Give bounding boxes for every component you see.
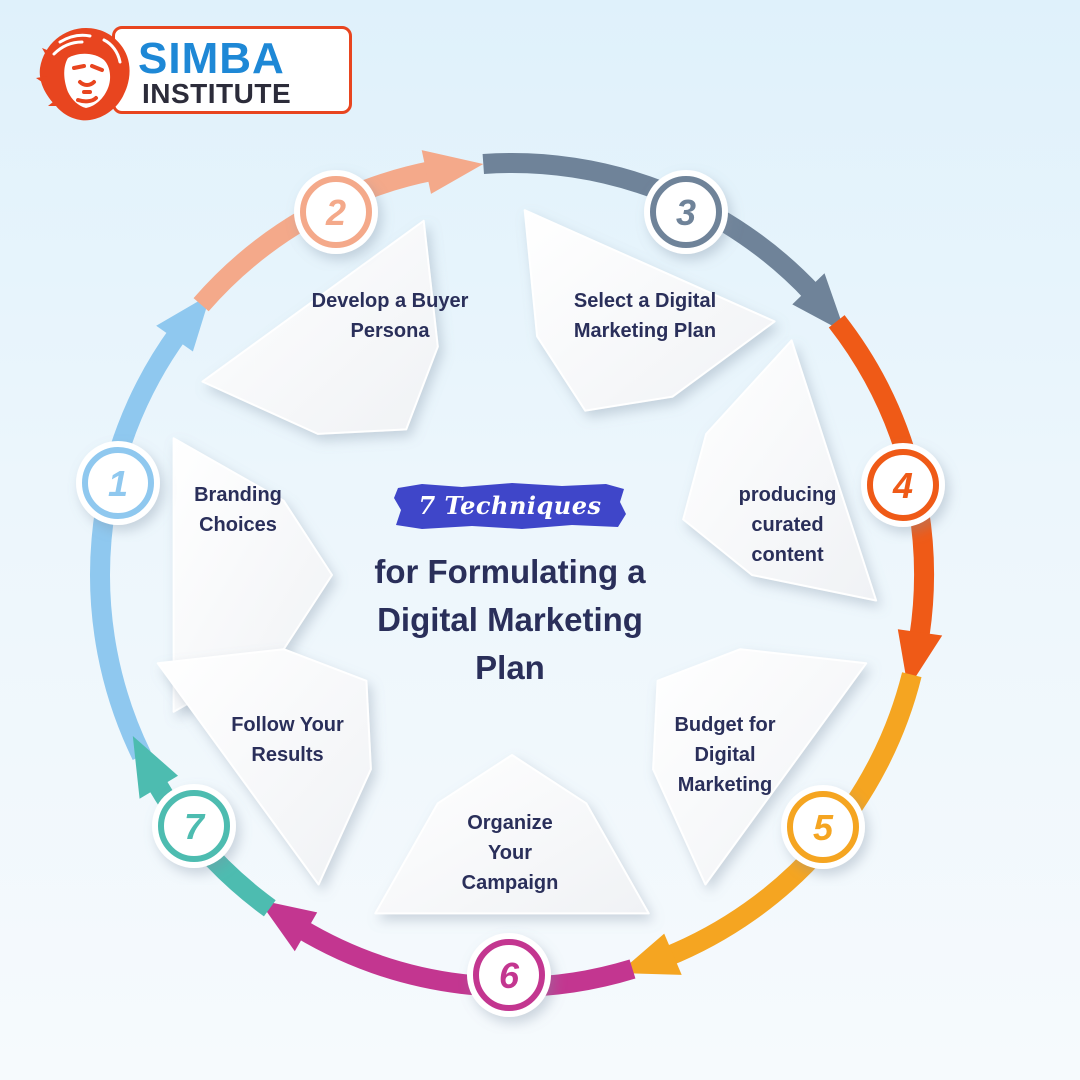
arrowhead-4	[897, 629, 943, 689]
step-number-2: 2	[294, 170, 378, 254]
step-number-3: 3	[644, 170, 728, 254]
step-number-text-2: 2	[325, 192, 346, 233]
arrowhead-2	[421, 150, 484, 194]
arrowhead-1	[156, 294, 211, 352]
step-number-text-7: 7	[184, 806, 206, 847]
step-number-circles: 1 2 3 4 5 6 7	[76, 170, 945, 1017]
logo-title: SIMBA	[138, 34, 285, 83]
step-card-7	[156, 648, 372, 886]
step-number-7: 7	[152, 784, 236, 868]
step-card-4	[682, 339, 878, 602]
arrowhead-5	[618, 933, 682, 975]
step-number-1: 1	[76, 441, 160, 525]
step-number-text-3: 3	[676, 192, 696, 233]
step-card-3	[523, 209, 776, 412]
step-2-label: Develop a Buyer Persona	[311, 290, 469, 342]
center-title: for Formulating a Digital Marketing Plan	[374, 553, 646, 686]
step-6-label: Organize Your Campaign	[461, 812, 559, 894]
step-cards	[156, 209, 878, 915]
step-card-5	[652, 648, 868, 886]
step-number-5: 5	[781, 785, 865, 869]
step-4-label: producing curated content	[738, 484, 837, 566]
simba-institute-logo: SIMBA INSTITUTE	[34, 22, 352, 126]
step-number-text-5: 5	[813, 807, 834, 848]
step-3-label: Select a Digital Marketing Plan	[573, 290, 717, 342]
step-7-label: Follow Your Results	[231, 714, 344, 766]
badge-text: 7 Techniques	[418, 491, 602, 520]
arrowhead-3	[792, 273, 846, 333]
step-1-label: Branding Choices	[194, 484, 282, 536]
arrowhead-7	[132, 736, 178, 799]
step-card-2	[201, 219, 439, 435]
step-number-4: 4	[861, 443, 945, 527]
step-card-6	[374, 754, 650, 915]
logo-frame	[112, 26, 352, 114]
cycle-arrows	[90, 150, 943, 997]
logo-subtitle: INSTITUTE	[142, 78, 292, 109]
lion-head-icon	[36, 28, 130, 121]
step-number-text-6: 6	[499, 955, 520, 996]
arrow-arc-1	[90, 326, 187, 760]
step-5-label: Budget for Digital Marketing	[674, 714, 776, 796]
arrowhead-6	[258, 899, 318, 952]
arrow-arc-6	[294, 919, 636, 997]
step-number-text-1: 1	[108, 463, 128, 504]
step-number-6: 6	[467, 933, 551, 1017]
step-number-text-4: 4	[892, 465, 913, 506]
techniques-badge: 7 Techniques	[392, 480, 628, 532]
